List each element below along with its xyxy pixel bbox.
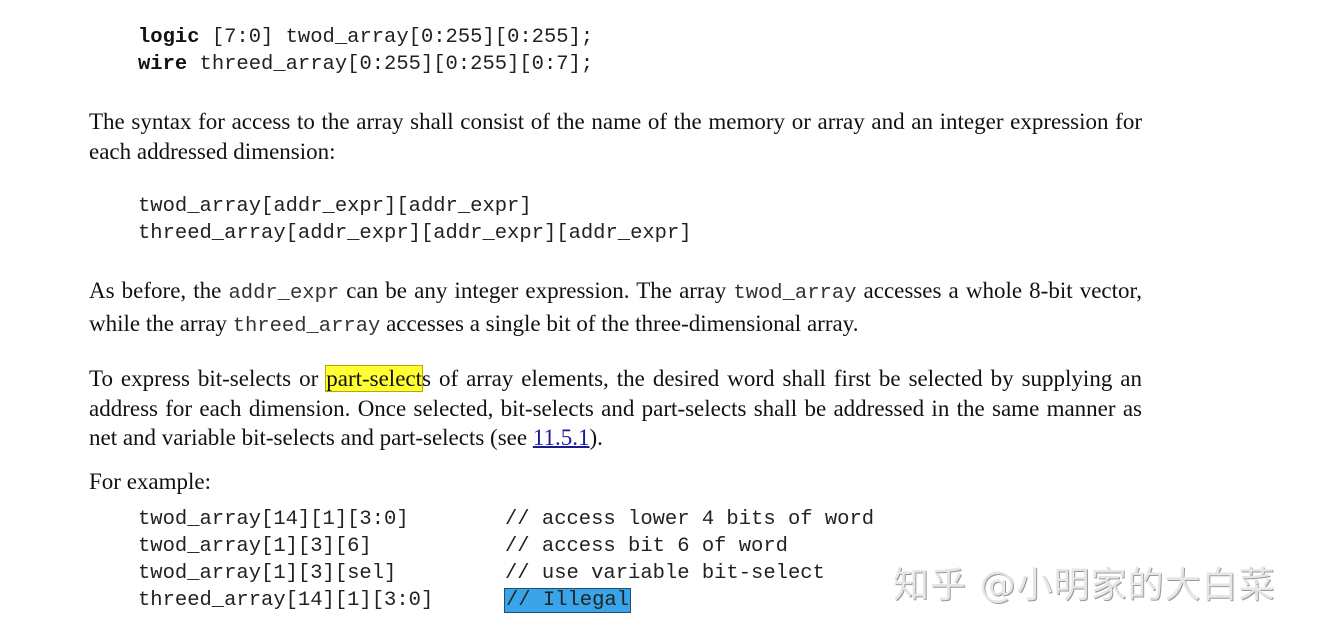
example-comment-4-illegal: // Illegal <box>504 587 632 614</box>
link-section-11-5-1[interactable]: 11.5.1 <box>532 425 590 450</box>
example-code-3: twod_array[1][3][sel] <box>138 562 397 585</box>
text: As before, the <box>89 278 229 303</box>
declaration-line-logic: logic [7:0] twod_array[0:255][0:255]; <box>138 24 593 51</box>
text: ). <box>589 425 603 450</box>
inline-code-twod-array: twod_array <box>733 282 857 305</box>
paragraph-part-selects: To express bit-selects or part-selects o… <box>89 364 1142 453</box>
syntax-line-threed: threed_array[addr_expr][addr_expr][addr_… <box>138 222 692 245</box>
example-code-1: twod_array[14][1][3:0] <box>138 508 409 531</box>
paragraph-syntax: The syntax for access to the array shall… <box>89 109 1142 164</box>
text: To express bit-selects or <box>89 366 327 391</box>
example-comment-2: // access bit 6 of word <box>505 535 788 558</box>
example-comment-1: // access lower 4 bits of word <box>505 508 875 531</box>
highlight-illegal[interactable]: // Illegal <box>504 588 632 613</box>
keyword-wire: wire <box>138 53 188 76</box>
inline-code-addr-expr: addr_expr <box>228 282 340 305</box>
watermark: 知乎 @小明家的大白菜 <box>893 565 1276 606</box>
text: s of array elements, the desired word sh… <box>89 366 1143 450</box>
paragraph-addr-expr: As before, the addr_expr can be any inte… <box>89 276 1142 341</box>
example-code-4: threed_array[14][1][3:0] <box>138 589 434 612</box>
highlight-part-select[interactable]: part-select <box>325 365 424 392</box>
example-comment-3: // use variable bit-select <box>505 562 825 585</box>
syntax-line-twod: twod_array[addr_expr][addr_expr] <box>138 195 532 218</box>
text: accesses a single bit of the three-dimen… <box>380 310 859 336</box>
text: can be any integer expression. The array <box>339 278 734 303</box>
declaration-rest: [7:0] twod_array[0:255][0:255]; <box>199 26 594 49</box>
inline-code-threed-array: threed_array <box>232 314 381 338</box>
declaration-rest: threed_array[0:255][0:255][0:7]; <box>187 53 594 76</box>
keyword-logic: logic <box>138 26 200 49</box>
example-label: For example: <box>89 469 211 494</box>
declaration-line-wire: wire threed_array[0:255][0:255][0:7]; <box>138 51 593 78</box>
example-code-2: twod_array[1][3][6] <box>138 535 372 558</box>
text: accesses a whole 8-bit vector, while the… <box>89 278 1143 336</box>
